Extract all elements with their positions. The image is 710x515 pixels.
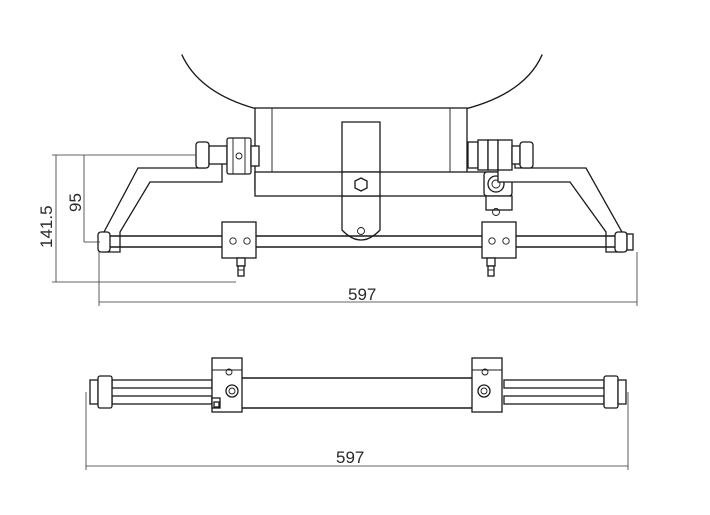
top-rods [111, 377, 605, 409]
steering-rod [97, 231, 634, 253]
tiller-hole [357, 227, 365, 235]
top-right-end [603, 375, 627, 409]
dimension-width-top: 597 [85, 392, 629, 470]
right-bracket-arm [497, 147, 623, 253]
left-bracket-arm [103, 147, 223, 253]
dimension-height-outer: 141.5 [37, 154, 236, 283]
left-top-fitting [195, 137, 260, 175]
dimension-height-inner: 95 [66, 155, 100, 243]
dimension-width-front: 597 [98, 252, 638, 306]
top-right-clamp [471, 357, 503, 413]
top-left-end [89, 375, 113, 409]
dimension-label-141-5: 141.5 [37, 205, 56, 248]
left-clamp [221, 221, 257, 277]
right-clamp [481, 221, 517, 277]
dimension-label-597-front: 597 [348, 285, 376, 304]
link-bar [254, 171, 504, 197]
front-view: 141.5 95 597 [37, 54, 638, 306]
dimension-label-597-top: 597 [336, 448, 364, 467]
dimension-label-95: 95 [66, 193, 85, 212]
top-view: 597 [85, 357, 629, 470]
top-left-clamp [211, 357, 243, 413]
right-top-fitting [467, 139, 534, 171]
